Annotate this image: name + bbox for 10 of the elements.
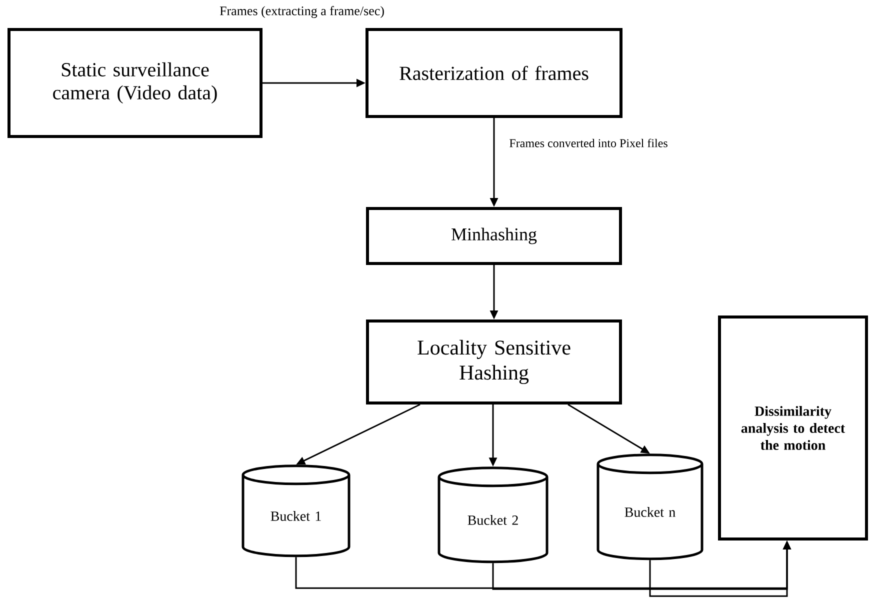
bucket-cylinder: Bucket 2	[438, 466, 548, 564]
process-box: Locality Sensitive Hashing	[366, 319, 622, 404]
edge-label: Frames converted into Pixel files	[508, 138, 669, 148]
analysis-box: Dissimilarity analysis to detect the motion	[718, 315, 868, 540]
bucket-cylinder: Bucket 1	[242, 464, 350, 558]
source-box: Static surveillance camera (Video data)	[8, 28, 262, 138]
process-box: Rasterization of frames	[366, 28, 622, 118]
bucket-cylinder: Bucket n	[596, 454, 704, 560]
process-box: Minhashing	[366, 206, 622, 265]
edge-label: Frames (extracting a frame/sec)	[218, 5, 386, 19]
